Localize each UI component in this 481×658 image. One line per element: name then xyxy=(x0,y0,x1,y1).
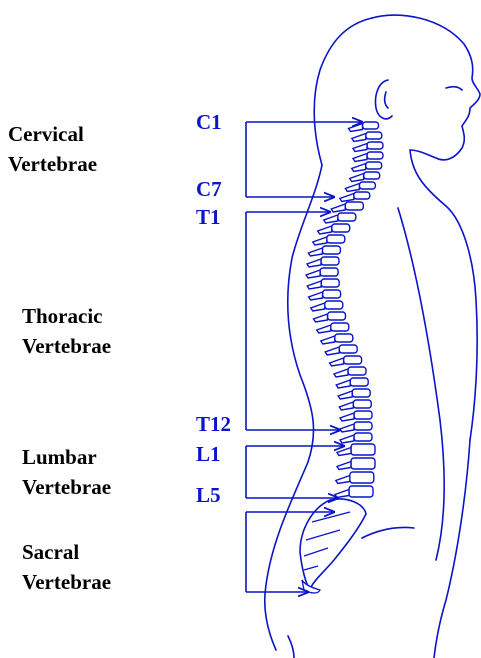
spinous-process xyxy=(335,490,349,498)
vertebra-body xyxy=(339,345,357,353)
vertebra-body xyxy=(354,422,372,430)
spinous-process xyxy=(340,424,354,432)
spinous-process xyxy=(314,314,328,322)
vertebra-body xyxy=(351,444,375,455)
vertebra-body xyxy=(366,132,382,139)
spinous-process xyxy=(350,174,364,182)
spinous-process xyxy=(306,270,320,278)
vertebra-body xyxy=(354,192,370,199)
vertebra-body xyxy=(322,246,340,254)
vertebra-body xyxy=(348,367,366,375)
vertebra-body xyxy=(331,323,349,331)
vertebra-body xyxy=(327,235,345,243)
spinous-process xyxy=(309,292,323,300)
vertebra-body xyxy=(338,213,356,221)
vertebra-body xyxy=(351,458,375,469)
spinous-process xyxy=(334,369,348,377)
spinous-process xyxy=(352,164,366,172)
vertebra-body xyxy=(367,142,383,149)
spinous-process xyxy=(340,435,354,443)
leg-back xyxy=(288,636,294,658)
spinous-process xyxy=(340,194,354,202)
vertebra-body xyxy=(321,257,339,265)
vertebra-body xyxy=(352,389,370,397)
ear-inner xyxy=(385,92,388,108)
vertebra-body xyxy=(325,301,343,309)
spinous-process xyxy=(331,204,345,212)
vertebra-body xyxy=(350,378,368,386)
spinous-process xyxy=(330,358,344,366)
vertebra-body xyxy=(353,400,371,408)
spinous-process xyxy=(307,259,321,267)
spinous-process xyxy=(337,462,351,470)
spinous-process xyxy=(318,226,332,234)
spinous-process xyxy=(308,248,322,256)
spinous-process xyxy=(336,476,350,484)
spinous-process xyxy=(353,154,367,162)
spinous-process xyxy=(307,281,321,289)
eye-outline xyxy=(446,87,462,90)
spinous-process xyxy=(325,347,339,355)
vertebra-body xyxy=(344,356,362,364)
spinous-process xyxy=(324,215,338,223)
arm-outline xyxy=(398,208,444,560)
spinous-process xyxy=(339,402,353,410)
vertebra-body xyxy=(366,162,382,169)
spinous-process xyxy=(317,325,331,333)
vertebra-body xyxy=(354,411,372,419)
spinous-process xyxy=(352,134,366,142)
vertebra-body xyxy=(321,279,339,287)
vertebra-body xyxy=(350,472,374,483)
vertebra-body xyxy=(328,312,346,320)
vertebra-body xyxy=(349,486,373,497)
spinous-process xyxy=(349,124,363,132)
spinous-process xyxy=(336,380,350,388)
spinous-process xyxy=(311,303,325,311)
vertebra-body xyxy=(363,122,379,129)
spinous-process xyxy=(321,336,335,344)
vertebra-body xyxy=(332,224,350,232)
vertebra-body xyxy=(359,182,375,189)
spinous-process xyxy=(313,237,327,245)
vertebra-body xyxy=(354,433,372,441)
head-outline xyxy=(372,15,480,160)
vertebra-body xyxy=(345,202,363,210)
vertebra-body xyxy=(364,172,380,179)
vertebra-body xyxy=(367,152,383,159)
vertebra-body xyxy=(335,334,353,342)
ear-outline xyxy=(376,80,393,119)
buttock-crease xyxy=(362,527,414,538)
front-leg-outline xyxy=(434,440,470,658)
spine-column xyxy=(306,122,383,498)
spinous-process xyxy=(338,391,352,399)
spinous-process xyxy=(340,413,354,421)
spinous-process xyxy=(353,144,367,152)
vertebra-body xyxy=(323,290,341,298)
spinous-process xyxy=(345,184,359,192)
vertebra-body xyxy=(320,268,338,276)
spinous-process xyxy=(337,448,351,456)
